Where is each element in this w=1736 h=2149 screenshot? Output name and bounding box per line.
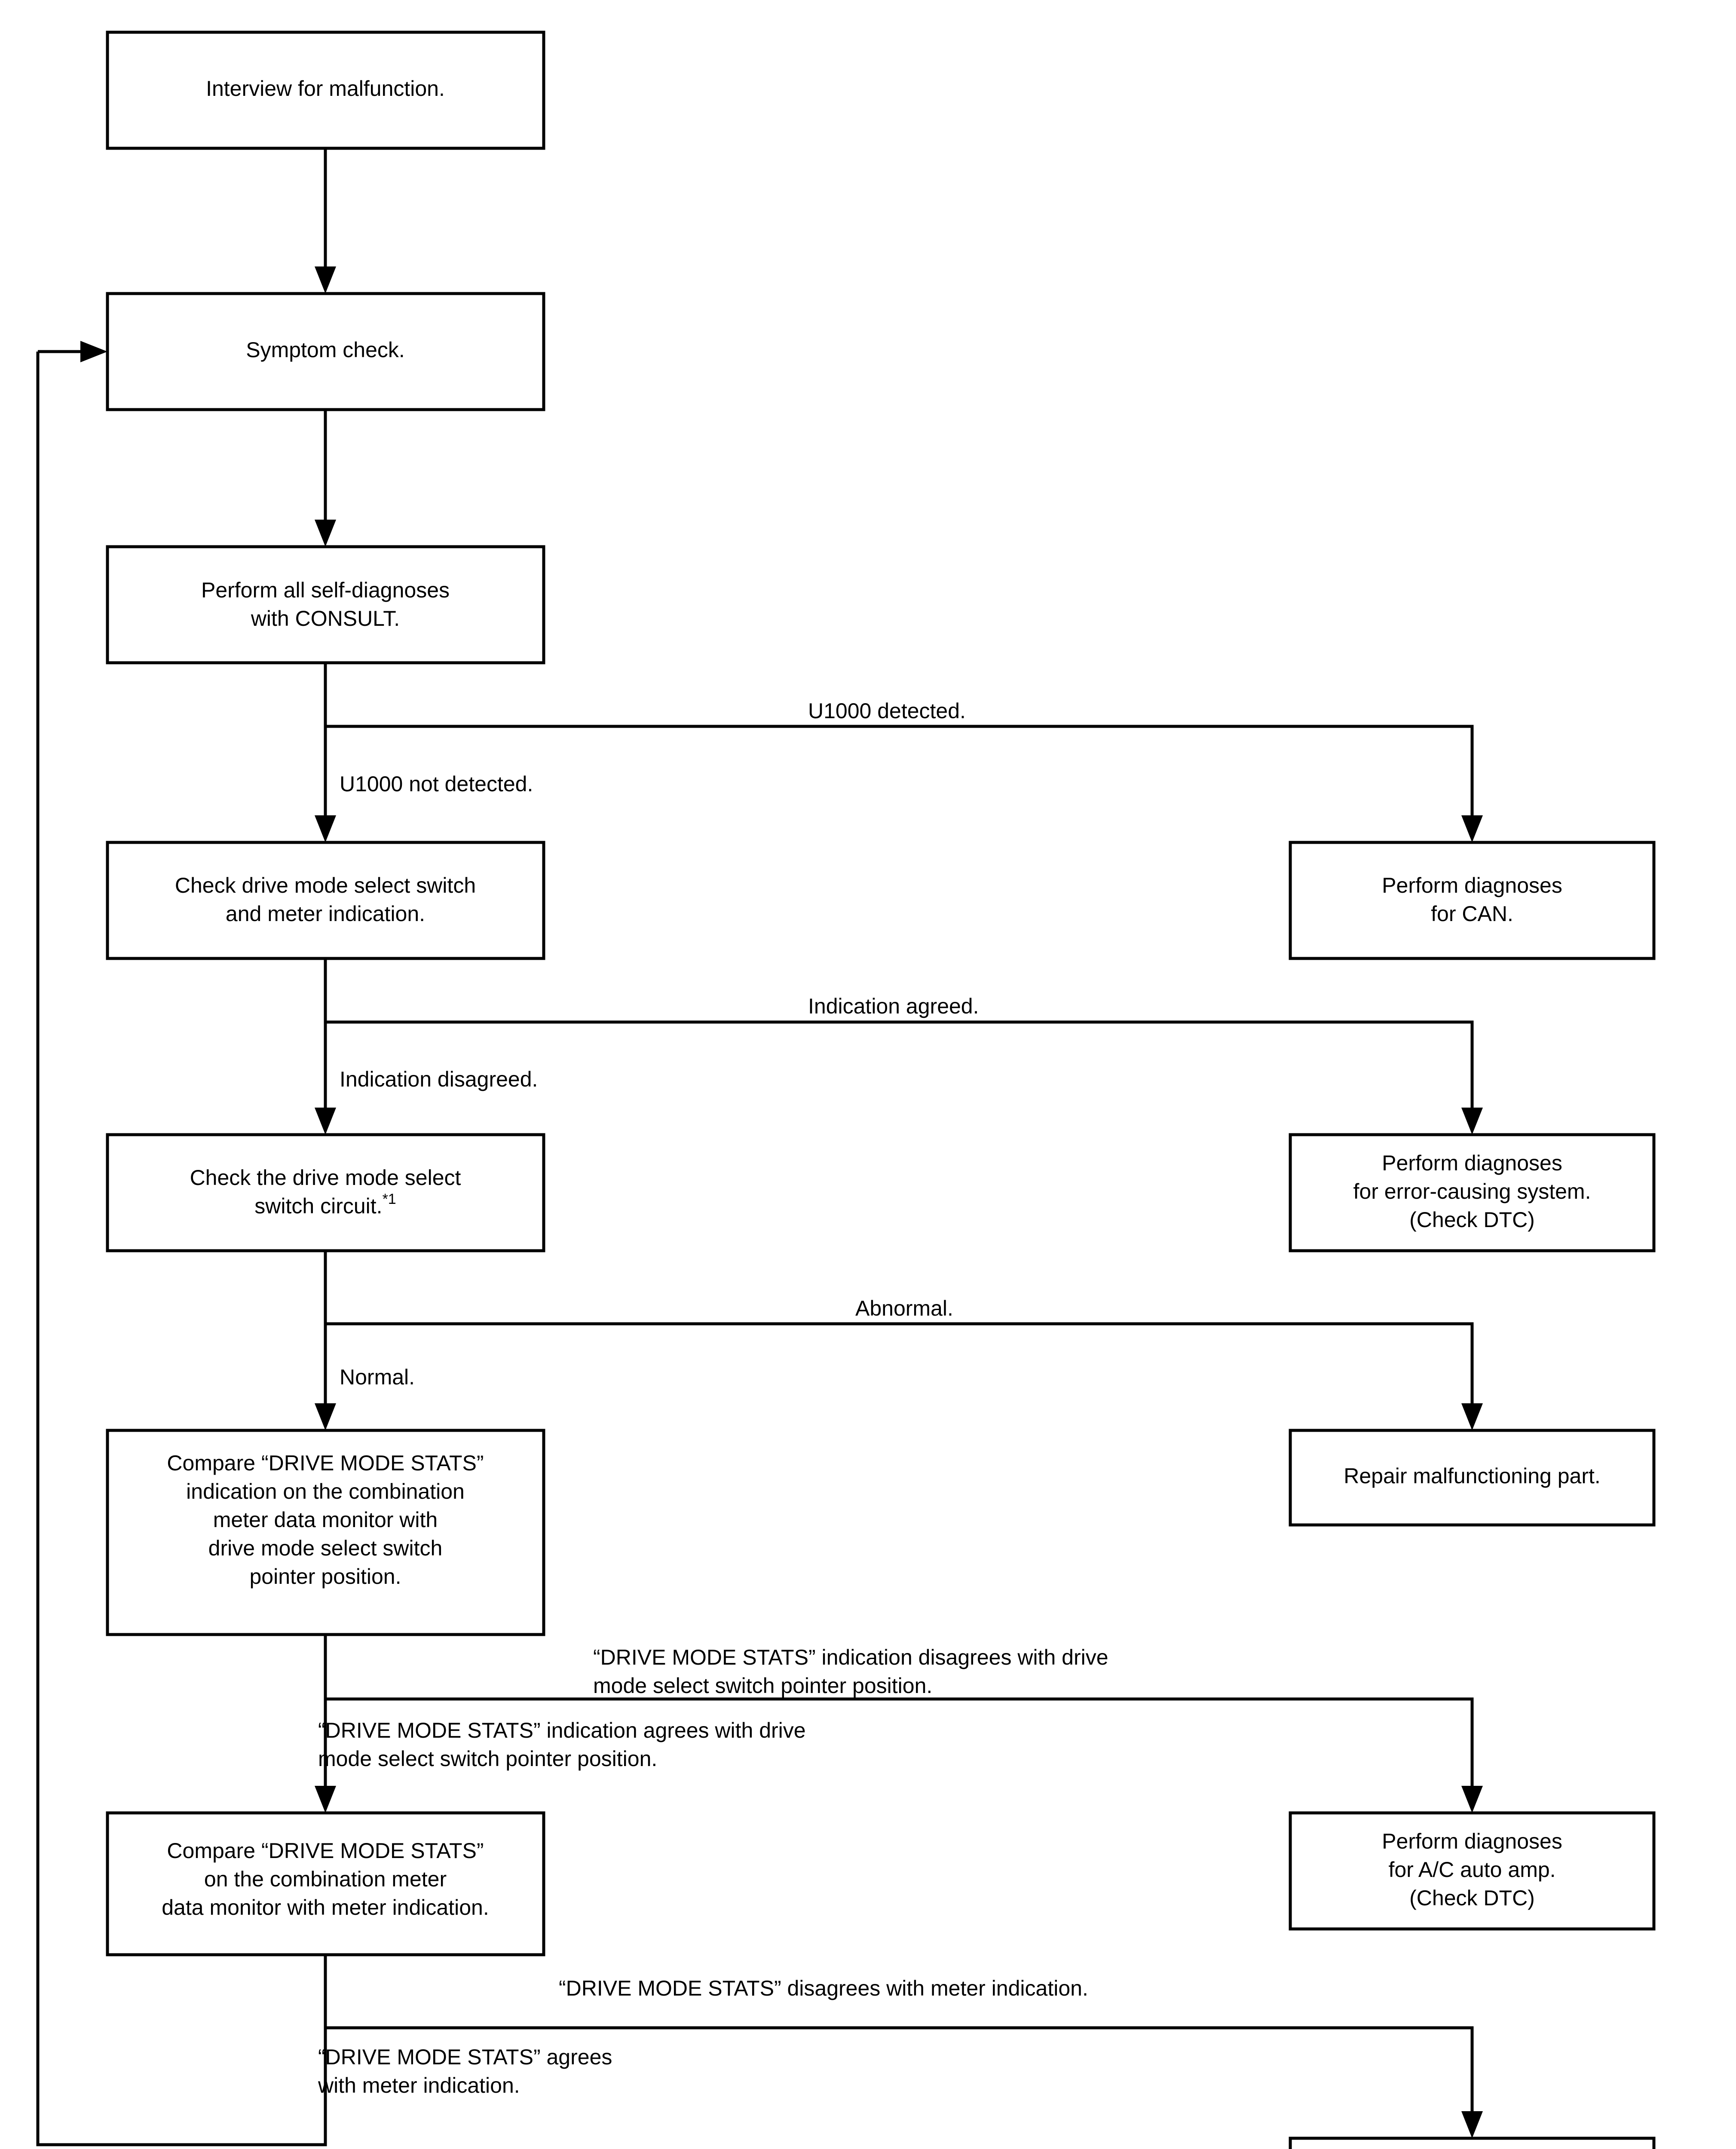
edge-label-stats-agrees-pointer-line-1: mode select switch pointer position.: [318, 1747, 657, 1771]
box-diagnoses-can-line-0: Perform diagnoses: [1382, 873, 1562, 897]
connector-checkswitch-to-circuit: [315, 958, 336, 1135]
edge-label-stats-agrees-pointer-line-0: “DRIVE MODE STATS” indication agrees wit…: [318, 1718, 806, 1742]
box-check-switch-meter-line-1: and meter indication.: [226, 902, 425, 926]
connector-statsdisagreesmeter-to-combmeter: [325, 2026, 1483, 2138]
box-diagnoses-can[interactable]: Perform diagnoses for CAN.: [1289, 841, 1656, 960]
box-diagnoses-error-system-line-0: Perform diagnoses: [1382, 1151, 1562, 1175]
box-self-diagnoses-line-1: with CONSULT.: [251, 606, 400, 631]
box-compare-stats-meter-line-1: on the combination meter: [204, 1867, 447, 1891]
edge-label-stats-agrees-meter-line-0: “DRIVE MODE STATS” agrees: [318, 2045, 612, 2069]
edge-label-stats-disagrees-pointer-line-0: “DRIVE MODE STATS” indication disagrees …: [593, 1645, 1108, 1669]
box-interview[interactable]: Interview for malfunction.: [106, 31, 545, 150]
edge-label-indication-agreed: Indication agreed.: [808, 994, 979, 1018]
box-self-diagnoses[interactable]: Perform all self-diagnoses with CONSULT.: [106, 545, 545, 664]
edge-label-stats-disagrees-pointer-line-1: mode select switch pointer position.: [593, 1674, 932, 1698]
box-compare-stats-meter[interactable]: Compare “DRIVE MODE STATS” on the combin…: [106, 1811, 545, 1956]
edge-label-stats-disagrees-meter: “DRIVE MODE STATS” disagrees with meter …: [559, 1976, 1088, 2000]
box-diagnoses-can-line-1: for CAN.: [1431, 902, 1513, 926]
box-repair-part-line-0: Repair malfunctioning part.: [1344, 1464, 1601, 1488]
box-diagnoses-error-system-line-2: (Check DTC): [1409, 1208, 1535, 1232]
connector-circuit-to-comparepointer: [315, 1251, 336, 1430]
edge-label-indication-disagreed: Indication disagreed.: [340, 1067, 538, 1091]
box-diagnoses-combination-meter[interactable]: Perform diagnoses for combination meter.…: [1289, 2137, 1656, 2149]
box-diagnoses-error-system[interactable]: Perform diagnoses for error-causing syst…: [1289, 1133, 1656, 1252]
box-diagnoses-ac-amp-line-1: for A/C auto amp.: [1388, 1858, 1555, 1882]
box-compare-stats-meter-line-2: data monitor with meter indication.: [162, 1895, 489, 1919]
box-compare-stats-pointer-line-3: drive mode select switch: [208, 1536, 443, 1560]
edge-label-u1000-not-detected: U1000 not detected.: [340, 772, 533, 796]
box-diagnoses-ac-amp-line-2: (Check DTC): [1409, 1886, 1535, 1910]
connector-u1000-to-can: [325, 725, 1483, 842]
edge-label-stats-agrees-meter-line-1: with meter indication.: [318, 2073, 520, 2097]
connector-agreed-to-errorsystem: [325, 1020, 1483, 1135]
box-compare-stats-meter-line-0: Compare “DRIVE MODE STATS”: [167, 1839, 484, 1863]
footnote-marker: *1: [383, 1191, 396, 1207]
box-compare-stats-pointer-line-4: pointer position.: [249, 1564, 401, 1589]
box-diagnoses-ac-amp[interactable]: Perform diagnoses for A/C auto amp. (Che…: [1289, 1811, 1656, 1931]
box-compare-stats-pointer[interactable]: Compare “DRIVE MODE STATS” indication on…: [106, 1429, 545, 1636]
box-repair-part[interactable]: Repair malfunctioning part.: [1289, 1429, 1656, 1527]
box-diagnoses-error-system-line-1: for error-causing system.: [1353, 1179, 1591, 1203]
box-check-switch-circuit[interactable]: Check the drive mode select switch circu…: [106, 1133, 545, 1252]
connector-selfdiag-to-checkswitch: [315, 663, 336, 842]
box-interview-line-0: Interview for malfunction.: [206, 77, 445, 101]
box-check-switch-meter-line-0: Check drive mode select switch: [175, 873, 476, 897]
connector-comparepointer-to-comparemeter: [315, 1635, 336, 1813]
box-compare-stats-pointer-line-0: Compare “DRIVE MODE STATS”: [167, 1451, 484, 1475]
connector-statsdisagrees-to-acamp: [325, 1697, 1483, 1813]
box-compare-stats-pointer-line-1: indication on the combination: [186, 1479, 465, 1503]
connector-comparemeter-loopback: [36, 341, 327, 2146]
box-symptom-check-line-0: Symptom check.: [246, 338, 405, 362]
edge-label-u1000-detected: U1000 detected.: [808, 699, 966, 723]
box-check-switch-circuit-line-1-group: switch circuit.*1: [254, 1191, 396, 1218]
box-compare-stats-pointer-line-2: meter data monitor with: [213, 1508, 438, 1532]
box-diagnoses-ac-amp-line-0: Perform diagnoses: [1382, 1829, 1562, 1853]
connector-interview-to-symptom: [315, 148, 336, 294]
edge-label-normal: Normal.: [340, 1365, 415, 1389]
connector-abnormal-to-repair: [325, 1322, 1483, 1430]
box-self-diagnoses-line-0: Perform all self-diagnoses: [201, 578, 450, 602]
box-symptom-check[interactable]: Symptom check.: [106, 292, 545, 411]
box-check-switch-circuit-line-0: Check the drive mode select: [190, 1166, 461, 1190]
connector-symptom-to-selfdiag: [315, 410, 336, 547]
edge-label-abnormal: Abnormal.: [855, 1296, 953, 1320]
box-check-switch-meter[interactable]: Check drive mode select switch and meter…: [106, 841, 545, 960]
box-check-switch-circuit-line-1: switch circuit.: [254, 1194, 382, 1218]
